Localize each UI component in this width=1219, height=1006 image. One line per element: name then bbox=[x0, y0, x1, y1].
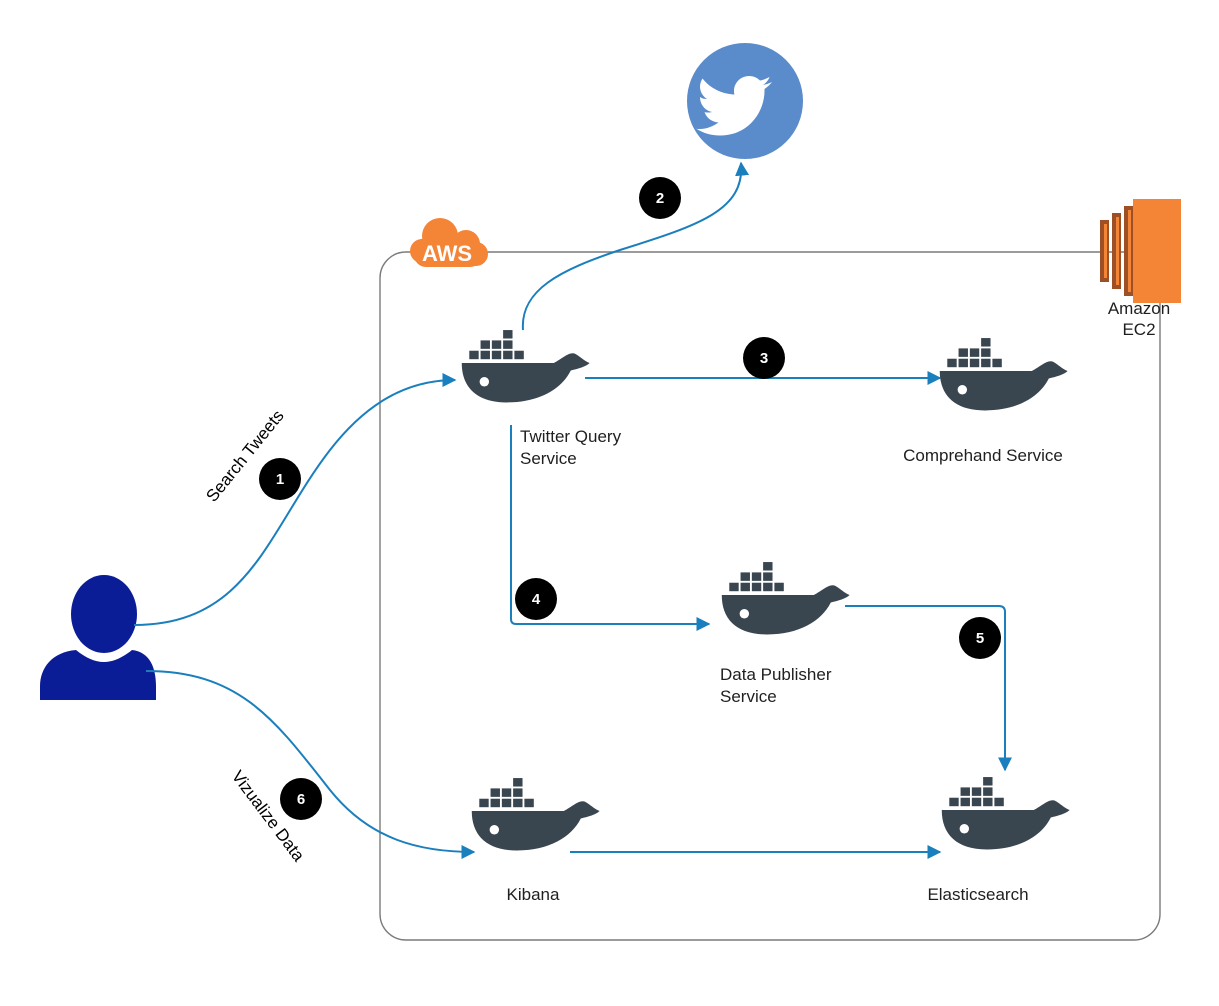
aws-cloud-badge: AWS bbox=[410, 218, 488, 267]
step-number: 2 bbox=[656, 190, 664, 207]
aws-boundary bbox=[379, 251, 1161, 941]
step-number: 5 bbox=[976, 630, 984, 647]
step-number: 3 bbox=[760, 350, 768, 367]
step-marker: 2 bbox=[639, 177, 681, 219]
twitter-bird-icon bbox=[696, 76, 772, 136]
step-marker: 4 bbox=[515, 578, 557, 620]
edge-data-publisher-to-elasticsearch bbox=[845, 605, 1012, 772]
docker-whale-icon bbox=[941, 777, 1070, 850]
user-icon bbox=[40, 575, 156, 700]
step-number: 4 bbox=[532, 591, 541, 608]
aws-cloud-icon bbox=[410, 218, 488, 267]
step-marker: 3 bbox=[743, 337, 785, 379]
twitter-query-label-line2: Service bbox=[520, 449, 577, 468]
step-marker: 1 bbox=[259, 458, 301, 500]
data-publisher-label-line1: Data Publisher bbox=[720, 665, 832, 684]
docker-whale-icon bbox=[721, 562, 850, 635]
step-number: 1 bbox=[276, 471, 284, 488]
ec2-label-line1: Amazon bbox=[1108, 299, 1170, 318]
amazon-ec2-icon bbox=[1100, 199, 1181, 303]
step-marker: 6 bbox=[280, 778, 322, 820]
kibana-label: Kibana bbox=[507, 885, 560, 904]
flow-edges bbox=[133, 161, 1012, 859]
edge-user-to-kibana bbox=[145, 670, 476, 859]
data-publisher-label-line2: Service bbox=[720, 687, 777, 706]
step-number: 6 bbox=[297, 791, 305, 808]
edge-user-to-twitter-query bbox=[133, 373, 457, 626]
step-marker: 5 bbox=[959, 617, 1001, 659]
docker-whale-icon bbox=[939, 338, 1068, 411]
ec2-label-line2: EC2 bbox=[1122, 320, 1155, 339]
docker-whale-icon bbox=[471, 778, 600, 851]
aws-badge-label: AWS bbox=[422, 241, 472, 266]
twitter-query-label-line1: Twitter Query bbox=[520, 427, 622, 446]
elasticsearch-label: Elasticsearch bbox=[927, 885, 1028, 904]
comprehend-label: Comprehand Service bbox=[903, 446, 1063, 465]
edge-twitter-query-to-data-publisher bbox=[510, 425, 711, 631]
edge-twitter-query-to-twitter bbox=[521, 161, 750, 331]
twitter-node bbox=[687, 43, 803, 159]
docker-whale-icon bbox=[461, 330, 590, 403]
